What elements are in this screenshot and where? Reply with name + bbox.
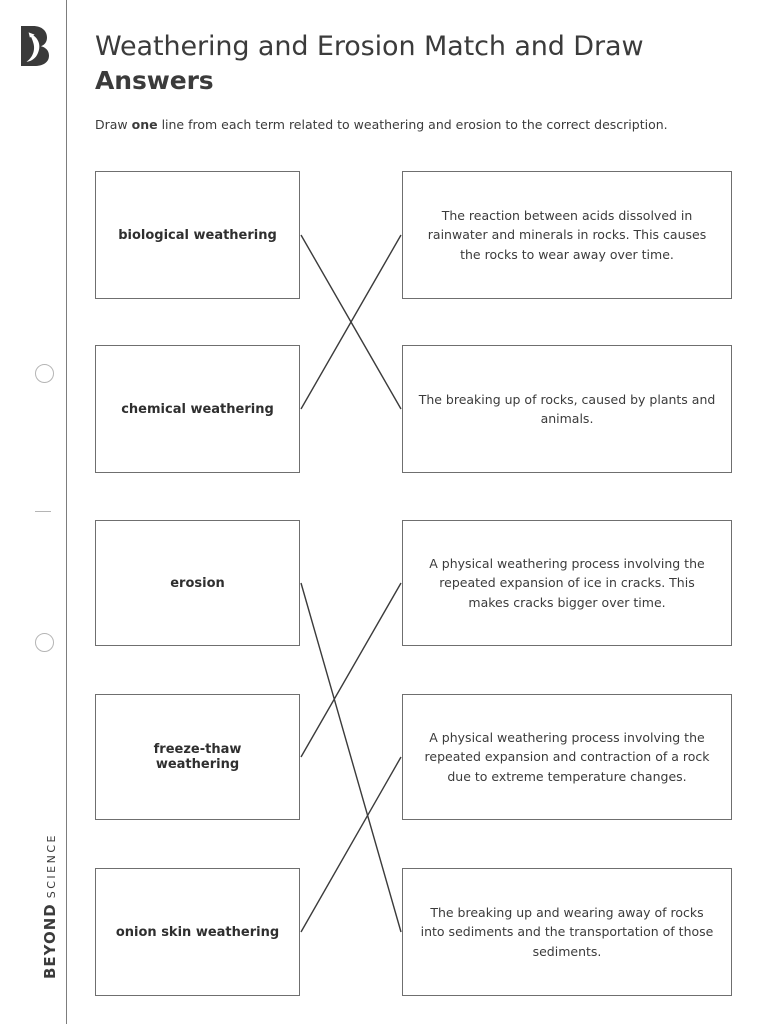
- description-text: The reaction between acids dissolved in …: [427, 207, 707, 262]
- instruction-emphasis: one: [131, 116, 158, 132]
- term-label: erosion: [170, 575, 225, 591]
- description-text: The breaking up and wearing away of rock…: [420, 904, 714, 959]
- answer-line-erosion-to-sediment-transport: [300, 582, 402, 933]
- instruction-prefix: Draw: [95, 116, 132, 132]
- beyond-b-logo-icon: [17, 24, 51, 68]
- page-title: Weathering and Erosion Match and Draw: [95, 31, 644, 62]
- instruction-suffix: line from each term related to weatherin…: [157, 116, 668, 132]
- answer-line-freezethaw-to-ice-expansion: [300, 582, 402, 758]
- margin-rule-line: [66, 0, 67, 1024]
- term-box-biological-weathering[interactable]: biological weathering: [95, 171, 300, 299]
- description-box-ice-expansion-cracks[interactable]: A physical weathering process involving …: [402, 520, 732, 646]
- binder-punch-dash: [35, 511, 51, 512]
- term-box-onion-skin-weathering[interactable]: onion skin weathering: [95, 868, 300, 996]
- page-subtitle-answers: Answers: [95, 65, 214, 95]
- term-box-erosion[interactable]: erosion: [95, 520, 300, 646]
- description-box-plants-animals-breakup[interactable]: The breaking up of rocks, caused by plan…: [402, 345, 732, 473]
- term-label: freeze-thaw weathering: [153, 742, 242, 772]
- term-box-chemical-weathering[interactable]: chemical weathering: [95, 345, 300, 473]
- description-text: A physical weathering process involving …: [424, 729, 710, 784]
- instruction-text: Draw one line from each term related to …: [95, 116, 735, 134]
- term-box-freeze-thaw-weathering[interactable]: freeze-thaw weathering: [95, 694, 300, 820]
- left-margin-rail: BEYONDSCIENCE: [0, 0, 67, 1024]
- term-label: chemical weathering: [121, 401, 274, 417]
- answer-line-onionskin-to-temperature: [300, 756, 402, 933]
- term-label: onion skin weathering: [115, 924, 280, 940]
- description-box-acid-rain-reaction[interactable]: The reaction between acids dissolved in …: [402, 171, 732, 299]
- answer-line-biological-to-plants-animals: [300, 234, 402, 410]
- description-text: The breaking up of rocks, caused by plan…: [418, 391, 716, 426]
- page-header: Weathering and Erosion Match and Draw An…: [95, 30, 735, 133]
- description-box-temperature-expansion-contraction[interactable]: A physical weathering process involving …: [402, 694, 732, 820]
- term-label: biological weathering: [118, 227, 277, 243]
- answer-line-chemical-to-acid-rain: [300, 234, 402, 410]
- description-text: A physical weathering process involving …: [429, 555, 705, 610]
- description-box-sediment-transport[interactable]: The breaking up and wearing away of rock…: [402, 868, 732, 996]
- binder-punch-hole-bottom: [35, 633, 54, 652]
- binder-punch-hole-top: [35, 364, 54, 383]
